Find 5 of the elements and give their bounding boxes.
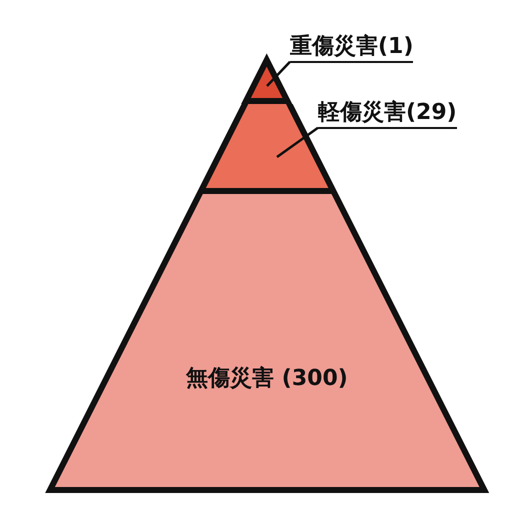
callout-label: 軽傷災害(29) xyxy=(318,99,457,129)
tier-label: 無傷災害 (300) xyxy=(186,365,348,393)
callout-label: 重傷災害(1) xyxy=(290,33,414,63)
leader-line xyxy=(276,126,319,158)
pyramid-tier xyxy=(44,194,490,493)
